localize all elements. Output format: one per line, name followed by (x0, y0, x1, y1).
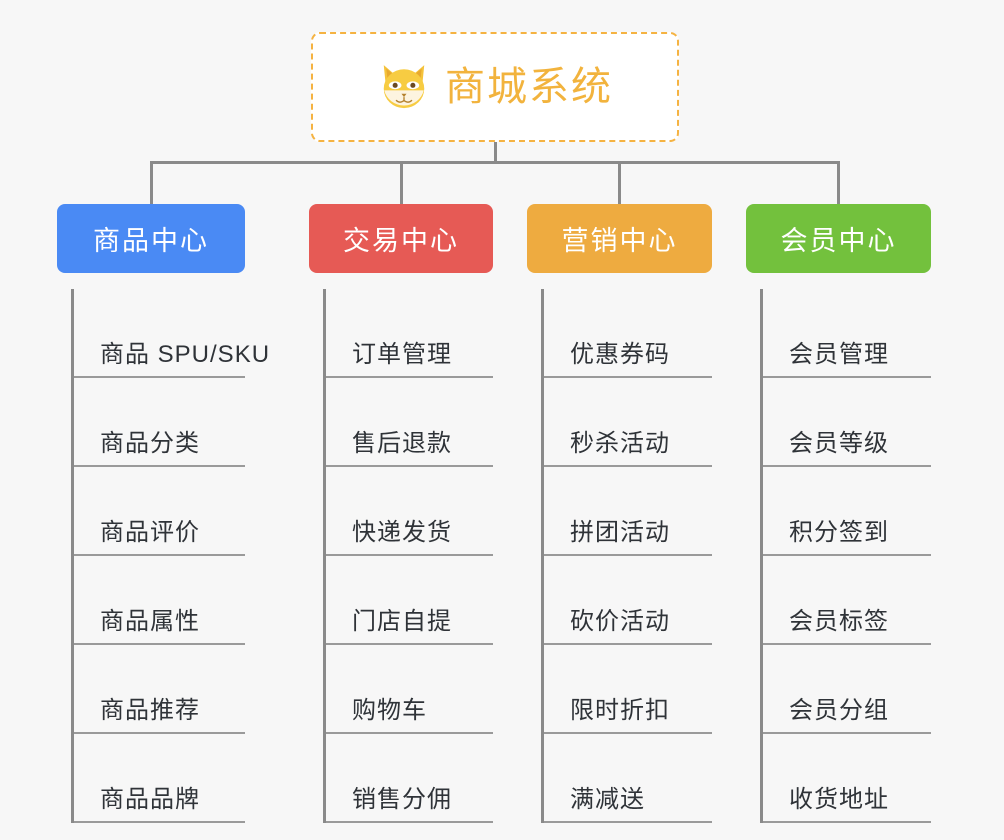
leaf-label: 商品 SPU/SKU (100, 341, 271, 368)
leaf-label: 会员管理 (789, 341, 889, 368)
root-node[interactable]: 商城系统 (311, 32, 679, 142)
list-item[interactable]: 商品属性 (74, 556, 245, 645)
list-item[interactable]: 限时折扣 (544, 645, 712, 734)
branch-column-product: 商品中心 商品 SPU/SKU 商品分类 商品评价 商品属性 商品推荐 商品品牌 (57, 204, 269, 823)
connector-branch-3 (618, 161, 621, 204)
branch-header-label: 营销中心 (561, 226, 678, 256)
list-item[interactable]: 订单管理 (326, 289, 493, 378)
leaf-label: 秒杀活动 (570, 430, 670, 457)
branch-column-marketing: 营销中心 优惠券码 秒杀活动 拼团活动 砍价活动 限时折扣 满减送 (527, 204, 712, 823)
branch-column-trade: 交易中心 订单管理 售后退款 快递发货 门店自提 购物车 销售分佣 (309, 204, 493, 823)
branch-header-label: 商品中心 (93, 226, 209, 256)
list-item[interactable]: 商品推荐 (74, 645, 245, 734)
leaf-label: 优惠券码 (570, 341, 670, 368)
leaf-label: 会员标签 (789, 608, 889, 635)
list-item[interactable]: 秒杀活动 (544, 378, 712, 467)
connector-root-stem (494, 142, 497, 164)
leaf-label: 销售分佣 (352, 786, 452, 813)
list-item[interactable]: 商品品牌 (74, 734, 245, 823)
leaf-label: 限时折扣 (570, 697, 670, 724)
branch-header-label: 交易中心 (343, 226, 459, 256)
leaf-label: 商品评价 (100, 519, 200, 546)
list-item[interactable]: 会员管理 (763, 289, 931, 378)
list-item[interactable]: 商品评价 (74, 467, 245, 556)
branch-header-product[interactable]: 商品中心 (57, 204, 245, 273)
leaf-label: 快递发货 (352, 519, 452, 546)
leaf-label: 会员等级 (789, 430, 889, 457)
shiba-dog-emoji (383, 65, 425, 109)
list-item[interactable]: 满减送 (544, 734, 712, 823)
connector-horizontal-bus (150, 161, 840, 164)
leaf-list-trade: 订单管理 售后退款 快递发货 门店自提 购物车 销售分佣 (323, 289, 493, 823)
branch-column-member: 会员中心 会员管理 会员等级 积分签到 会员标签 会员分组 收货地址 (746, 204, 931, 823)
list-item[interactable]: 商品 SPU/SKU (74, 289, 269, 378)
list-item[interactable]: 积分签到 (763, 467, 931, 556)
leaf-label: 商品分类 (100, 430, 200, 457)
leaf-label: 门店自提 (352, 608, 452, 635)
list-item[interactable]: 购物车 (326, 645, 493, 734)
list-item[interactable]: 会员标签 (763, 556, 931, 645)
connector-branch-1 (150, 161, 153, 204)
branch-header-label: 会员中心 (780, 226, 897, 256)
leaf-label: 积分签到 (789, 519, 889, 546)
leaf-label: 售后退款 (352, 430, 452, 457)
leaf-list-member: 会员管理 会员等级 积分签到 会员标签 会员分组 收货地址 (760, 289, 931, 823)
branch-header-marketing[interactable]: 营销中心 (527, 204, 712, 273)
leaf-list-marketing: 优惠券码 秒杀活动 拼团活动 砍价活动 限时折扣 满减送 (541, 289, 712, 823)
list-item[interactable]: 会员分组 (763, 645, 931, 734)
leaf-label: 满减送 (570, 786, 645, 813)
leaf-label: 商品推荐 (100, 697, 200, 724)
leaf-label: 拼团活动 (570, 519, 670, 546)
leaf-label: 会员分组 (789, 697, 889, 724)
branch-header-trade[interactable]: 交易中心 (309, 204, 493, 273)
list-item[interactable]: 门店自提 (326, 556, 493, 645)
leaf-label: 砍价活动 (570, 608, 670, 635)
branch-header-member[interactable]: 会员中心 (746, 204, 931, 273)
list-item[interactable]: 售后退款 (326, 378, 493, 467)
list-item[interactable]: 拼团活动 (544, 467, 712, 556)
leaf-label: 购物车 (352, 697, 427, 724)
connector-branch-4 (837, 161, 840, 204)
list-item[interactable]: 快递发货 (326, 467, 493, 556)
leaf-label: 商品品牌 (100, 786, 200, 813)
connector-branch-2 (400, 161, 403, 204)
list-item[interactable]: 销售分佣 (326, 734, 493, 823)
list-item[interactable]: 商品分类 (74, 378, 245, 467)
root-title: 商城系统 (445, 65, 613, 109)
list-item[interactable]: 会员等级 (763, 378, 931, 467)
leaf-label: 收货地址 (789, 786, 889, 813)
leaf-label: 订单管理 (352, 341, 452, 368)
list-item[interactable]: 砍价活动 (544, 556, 712, 645)
list-item[interactable]: 收货地址 (763, 734, 931, 823)
leaf-label: 商品属性 (100, 608, 200, 635)
list-item[interactable]: 优惠券码 (544, 289, 712, 378)
leaf-list-product: 商品 SPU/SKU 商品分类 商品评价 商品属性 商品推荐 商品品牌 (71, 289, 269, 823)
